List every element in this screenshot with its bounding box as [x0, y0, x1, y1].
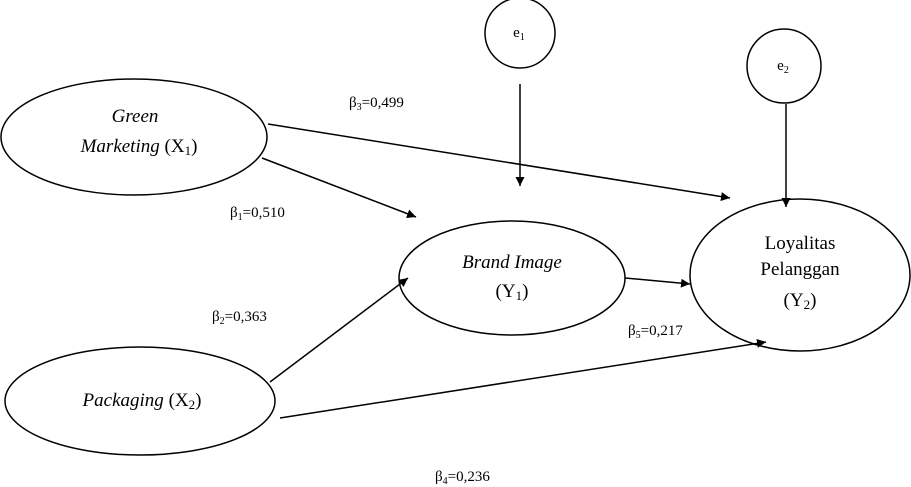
brand-image-name: Brand Image	[462, 252, 562, 273]
loyalitas-line1: Loyalitas	[765, 233, 836, 254]
path-arrow-x2-y1	[269, 277, 409, 383]
coefficient-b5: β5=0,217	[628, 323, 683, 341]
pelanggan-line2: Pelanggan	[760, 259, 840, 280]
y2-code-open: (Y	[784, 290, 804, 311]
x1-code-close: )	[191, 136, 197, 157]
y2-code-sub: 2	[804, 297, 811, 312]
coefficient-b4: β4=0,236	[435, 469, 490, 487]
packaging-label: Packaging (X2)	[82, 390, 202, 412]
error-e1-node	[484, 0, 556, 69]
x1-code-open: (X	[165, 136, 185, 157]
packaging-node	[4, 346, 276, 456]
green-marketing-line1: Green	[112, 106, 159, 127]
e2-sub: 2	[784, 65, 789, 76]
e1-letter: e	[513, 25, 520, 41]
e2-letter: e	[777, 58, 784, 74]
e1-label: e1	[513, 25, 525, 43]
path-arrow-x2-y2	[279, 338, 767, 419]
coefficient-b2: β2=0,363	[212, 309, 267, 327]
brand-image-code: (Y1)	[496, 281, 529, 303]
x1-code-sub: 1	[185, 143, 192, 158]
brand-image-node	[398, 220, 626, 336]
e1-sub: 1	[520, 32, 525, 43]
path-arrow-x1-y1	[261, 157, 417, 218]
green-marketing-node	[0, 78, 268, 196]
coefficient-b3: β3=0,499	[349, 95, 404, 113]
packaging-name: Packaging	[82, 390, 164, 411]
y2-code-close: )	[810, 290, 816, 311]
y1-code-close: )	[522, 281, 528, 302]
x2-code-sub: 2	[189, 397, 196, 412]
loyalitas-code: (Y2)	[784, 290, 817, 312]
y1-code-open: (Y	[496, 281, 516, 302]
coefficient-b1: β1=0,510	[230, 205, 285, 223]
e2-label: e2	[777, 58, 789, 76]
y1-code-sub: 1	[516, 288, 523, 303]
path-arrow-y1-y2	[624, 277, 691, 288]
error-e2-node	[746, 28, 822, 104]
green-marketing-name: Marketing	[80, 136, 160, 157]
path-arrow-x1-y2	[267, 123, 731, 202]
x2-code-close: )	[195, 390, 201, 411]
x2-code-open: (X	[169, 390, 189, 411]
green-marketing-line2: Marketing (X1)	[80, 136, 198, 158]
loyalitas-pelanggan-node	[689, 198, 911, 352]
